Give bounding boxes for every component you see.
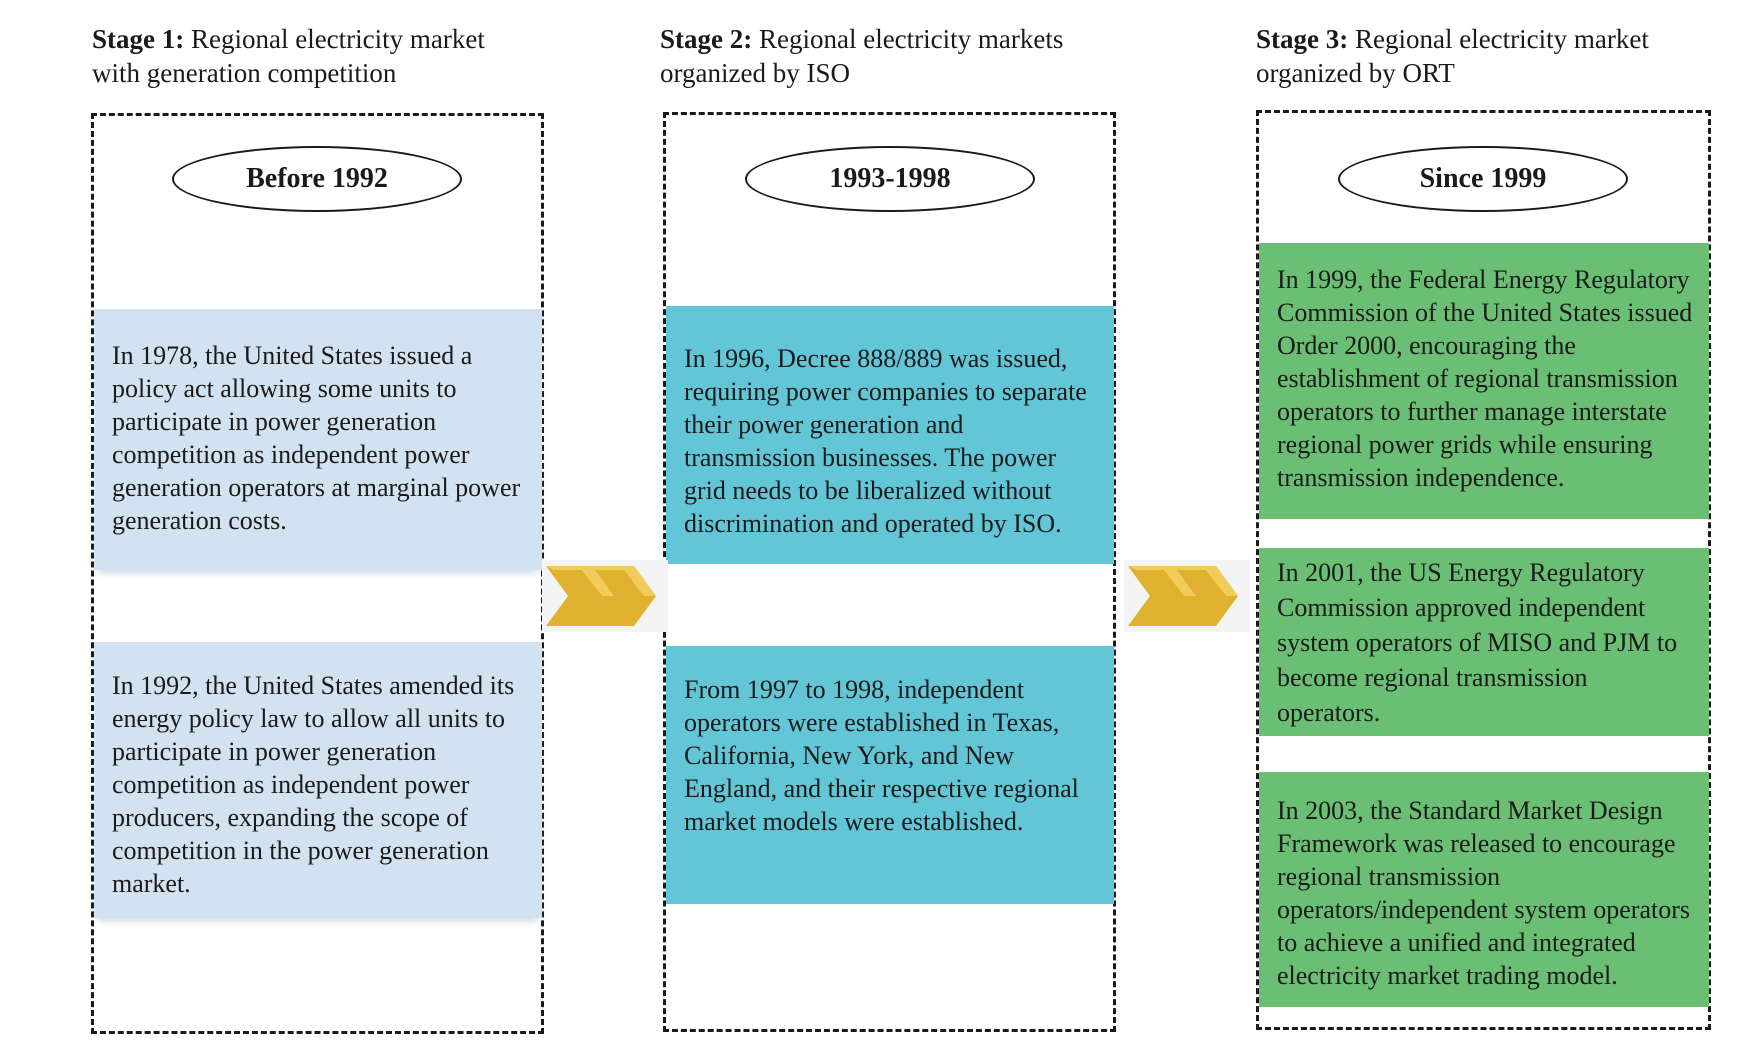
stage-3-label: Stage 3: — [1256, 24, 1349, 54]
stage-1-period: Before 1992 — [172, 146, 462, 212]
stage-2-label: Stage 2: — [660, 24, 753, 54]
double-chevron-right-icon — [1124, 560, 1250, 632]
stage-1-title: Stage 1: Regional electricity market wit… — [92, 22, 562, 90]
stage-1-title-line1: Regional electricity market — [190, 24, 485, 54]
stage-3-title: Stage 3: Regional electricity market org… — [1256, 22, 1726, 90]
stage-3-event-2003: In 2003, the Standard Market Design Fram… — [1259, 772, 1709, 1007]
stage-1-label: Stage 1: — [92, 24, 185, 54]
stage-1-event-1994: In 1978, the United States issued a poli… — [94, 309, 542, 570]
stage-2-event-1996: In 1996, Decree 888/889 was issued, requ… — [666, 306, 1114, 564]
stage-3-event-2001: In 2001, the US Energy Regulatory Commis… — [1259, 548, 1709, 736]
stage-2-period: 1993-1998 — [745, 146, 1035, 212]
stage-1-title-line2: with generation competition — [92, 58, 397, 88]
stage-3-box — [1256, 110, 1711, 1030]
stage-3-title-line1: Regional electricity market — [1354, 24, 1649, 54]
stage-2-event-1997: From 1997 to 1998, independent operators… — [666, 646, 1114, 904]
stage-3-title-line2: organized by ORT — [1256, 58, 1455, 88]
stage-3-event-1999: In 1999, the Federal Energy Regulatory C… — [1259, 243, 1709, 519]
stage-3-period: Since 1999 — [1338, 146, 1628, 212]
stage-2-title-line1: Regional electricity markets — [758, 24, 1064, 54]
stage-2-title-line2: organized by ISO — [660, 58, 850, 88]
double-chevron-right-icon — [542, 560, 668, 632]
stage-2-title: Stage 2: Regional electricity markets or… — [660, 22, 1130, 90]
stage-1-event-1992: In 1992, the United States amended its e… — [94, 642, 542, 918]
